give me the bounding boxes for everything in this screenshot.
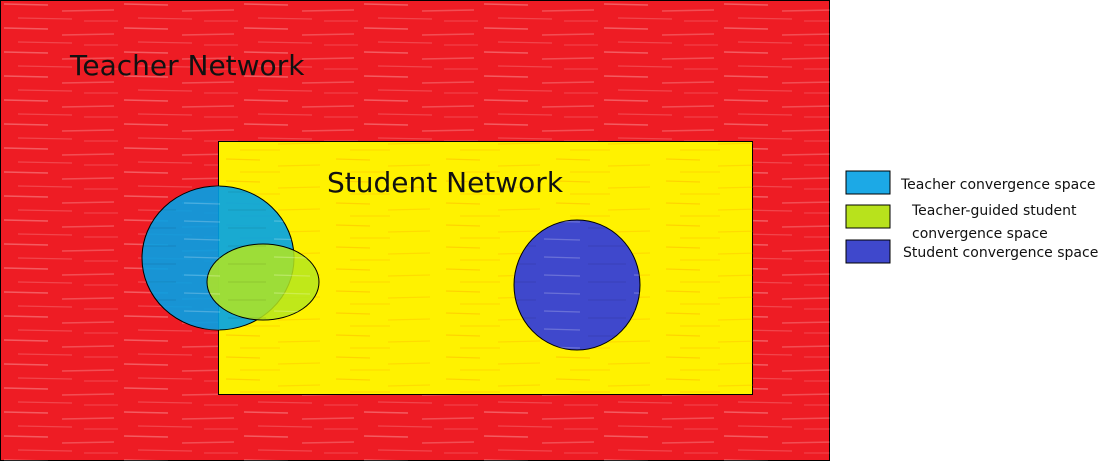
student-network-region: Student Network [218, 141, 753, 395]
legend-swatch-student [845, 239, 891, 264]
legend-item: Teacher convergence space [845, 170, 1096, 195]
legend-swatch-guided [845, 204, 891, 229]
legend-swatch-teacher [845, 170, 891, 195]
legend-item: Student convergence space [845, 239, 1098, 264]
legend-label-teacher: Teacher convergence space [900, 177, 1096, 193]
guided-convergence-space [206, 243, 320, 321]
legend: Teacher convergence space Teacher-guided… [845, 170, 1098, 264]
student-convergence-texture [514, 220, 640, 350]
student-network-label: Student Network [327, 166, 564, 199]
legend-item: Teacher-guided student convergence space [845, 203, 1077, 242]
legend-label-guided-line2: convergence space [912, 226, 1048, 242]
legend-label-student: Student convergence space [903, 245, 1098, 261]
teacher-network-label: Teacher Network [69, 49, 305, 82]
student-convergence-space [513, 219, 641, 351]
legend-label-guided-line1: Teacher-guided student [911, 203, 1077, 219]
guided-convergence-texture [207, 244, 319, 320]
